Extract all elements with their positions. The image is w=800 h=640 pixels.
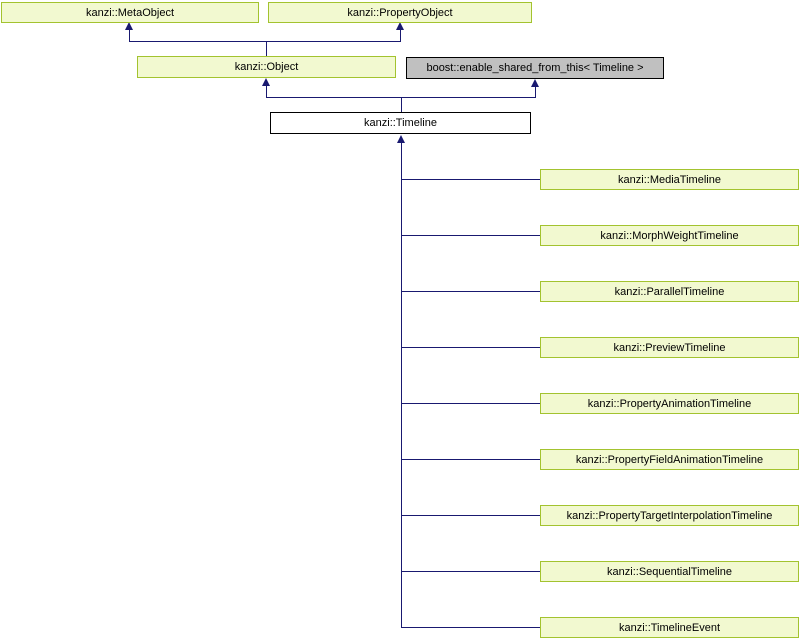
edge-propertyobject-vertical — [400, 28, 401, 41]
edge-enable-shared-vertical — [535, 85, 536, 97]
edge-metaobject-vertical — [129, 28, 130, 41]
node-kanzi-object[interactable]: kanzi::Object — [137, 56, 396, 78]
arrowhead-to-propertyobject — [396, 22, 404, 30]
arrowhead-to-metaobject — [125, 22, 133, 30]
edge-branch-propertyfieldanimationtimeline — [401, 459, 540, 460]
node-kanzi-previewtimeline[interactable]: kanzi::PreviewTimeline — [540, 337, 799, 358]
node-kanzi-morphweighttimeline[interactable]: kanzi::MorphWeightTimeline — [540, 225, 799, 246]
edge-branch-mediatimeline — [401, 179, 540, 180]
node-kanzi-timelineevent[interactable]: kanzi::TimelineEvent — [540, 617, 799, 638]
node-kanzi-metaobject[interactable]: kanzi::MetaObject — [1, 2, 259, 23]
arrowhead-to-enable-shared — [531, 79, 539, 87]
edge-object-parents-horizontal — [129, 41, 401, 42]
edge-object-stub — [266, 41, 267, 56]
edge-branch-sequentialtimeline — [401, 571, 540, 572]
edge-derived-trunk — [401, 141, 402, 628]
edge-branch-propertytargetinterpolationtimeline — [401, 515, 540, 516]
edge-branch-paralleltimeline — [401, 291, 540, 292]
node-kanzi-timeline: kanzi::Timeline — [270, 112, 531, 134]
node-kanzi-paralleltimeline[interactable]: kanzi::ParallelTimeline — [540, 281, 799, 302]
node-kanzi-sequentialtimeline[interactable]: kanzi::SequentialTimeline — [540, 561, 799, 582]
arrowhead-to-object — [262, 78, 270, 86]
node-boost-enable-shared-from-this: boost::enable_shared_from_this< Timeline… — [406, 57, 664, 79]
edge-branch-propertyanimationtimeline — [401, 403, 540, 404]
node-kanzi-mediatimeline[interactable]: kanzi::MediaTimeline — [540, 169, 799, 190]
node-kanzi-propertyobject[interactable]: kanzi::PropertyObject — [268, 2, 532, 23]
edge-object-vertical — [266, 84, 267, 97]
node-kanzi-propertyfieldanimationtimeline[interactable]: kanzi::PropertyFieldAnimationTimeline — [540, 449, 799, 470]
edge-branch-timelineevent — [401, 627, 540, 628]
edge-timeline-stub — [401, 97, 402, 112]
node-kanzi-propertytargetinterpolationtimeline[interactable]: kanzi::PropertyTargetInterpolationTimeli… — [540, 505, 799, 526]
edge-branch-previewtimeline — [401, 347, 540, 348]
arrowhead-to-timeline — [397, 135, 405, 143]
node-kanzi-propertyanimationtimeline[interactable]: kanzi::PropertyAnimationTimeline — [540, 393, 799, 414]
edge-branch-morphweighttimeline — [401, 235, 540, 236]
